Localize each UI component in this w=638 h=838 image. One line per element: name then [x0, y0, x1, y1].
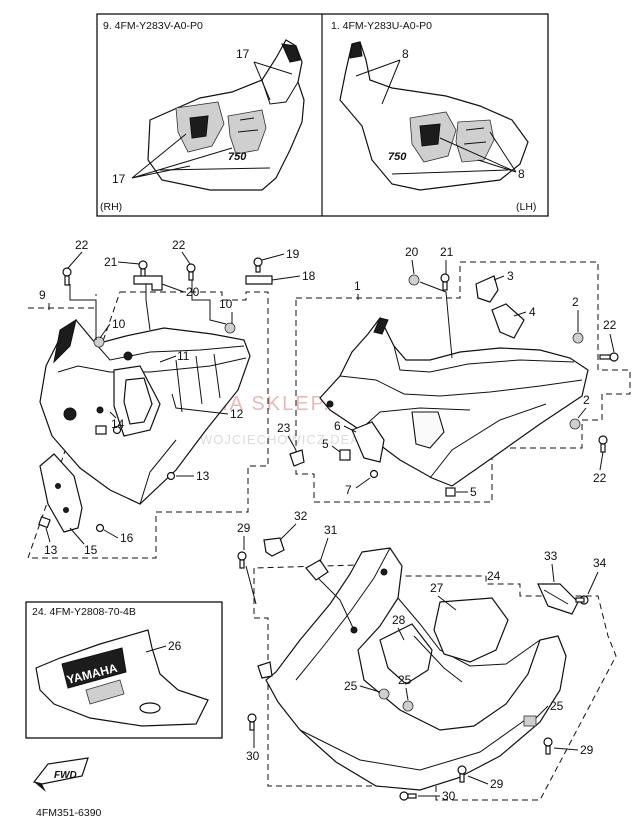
callout-2-top: 2	[572, 295, 579, 309]
callout-17-bottom: 17	[112, 172, 126, 186]
right-parts-3-4	[475, 275, 525, 339]
inset-rh-header: 9. 4FM-Y283V-A0-P0	[103, 20, 203, 32]
callout-27: 27	[430, 581, 444, 595]
callout-33: 33	[544, 549, 558, 563]
lower-group: 24	[237, 509, 617, 803]
left-hardware	[62, 257, 273, 533]
callout-32: 32	[294, 509, 308, 523]
callout-10-right: 10	[219, 297, 233, 311]
lower-hardware	[237, 537, 589, 801]
lower-bracket-33	[537, 583, 579, 615]
rh-fairing-drawing: 750	[147, 39, 305, 191]
callout-11: 11	[177, 349, 190, 363]
callout-30-left: 30	[246, 749, 260, 763]
rh-decal-750: 750	[228, 151, 247, 163]
callout-19: 19	[286, 247, 300, 261]
callout-17-top: 17	[236, 47, 250, 61]
callout-13-left: 13	[44, 543, 58, 557]
inset-lh-side: (LH)	[516, 201, 536, 213]
callout-10-left: 10	[112, 317, 126, 331]
lh-decal-750: 750	[388, 151, 407, 163]
right-group: 1	[277, 245, 631, 503]
inset-rh-panel: 9. 4FM-Y283V-A0-P0 (RH) 750 17 17	[100, 20, 305, 213]
callout-29-right: 29	[580, 743, 594, 757]
fwd-arrow-icon: FWD	[32, 757, 89, 792]
callout-22a: 22	[75, 238, 89, 252]
callout-16: 16	[120, 531, 134, 545]
right-cowling-drawing	[319, 316, 589, 487]
right-hardware	[289, 273, 619, 497]
lh-fairing-drawing: 750	[339, 41, 529, 191]
callout-25-right: 25	[550, 699, 564, 713]
lower-cowling-drawing	[265, 547, 567, 791]
callout-22b: 22	[172, 238, 186, 252]
callout-20-right: 20	[405, 245, 419, 259]
left-group: 9	[27, 238, 316, 559]
right-bracket-6	[339, 421, 385, 463]
right-group-no: 1	[354, 279, 361, 293]
callout-28: 28	[392, 613, 406, 627]
callout-15: 15	[84, 543, 98, 557]
callout-8-top: 8	[402, 47, 409, 61]
callout-26: 26	[168, 639, 182, 653]
callout-7: 7	[345, 483, 352, 497]
left-group-no: 9	[39, 288, 46, 302]
callout-6: 6	[334, 419, 341, 433]
left-bracket-15-drawing	[38, 453, 83, 533]
lower-group-no: 24	[487, 569, 501, 583]
callout-25-mid: 25	[398, 673, 412, 687]
callout-20-left: 20	[186, 285, 200, 299]
callout-14: 14	[111, 417, 125, 431]
callout-34: 34	[593, 556, 607, 570]
inset-24: 24. 4FM-Y2808-70-4B YAMAHA 26	[25, 601, 223, 739]
left-cowling-drawing	[39, 318, 251, 505]
callout-29-bottom: 29	[490, 777, 504, 791]
callout-5-left: 5	[322, 437, 329, 451]
callout-5-bottom: 5	[470, 485, 477, 499]
callout-29-top: 29	[237, 521, 251, 535]
callout-3: 3	[507, 269, 514, 283]
callout-8-bottom: 8	[518, 167, 525, 181]
callout-12: 12	[230, 407, 244, 421]
callout-25-left: 25	[344, 679, 358, 693]
inset-top-frame	[96, 13, 549, 217]
callout-22-bottom: 22	[593, 471, 607, 485]
figure-code: 4FM351-6390	[36, 807, 102, 819]
callout-22-top: 22	[603, 318, 617, 332]
callout-31: 31	[324, 523, 338, 537]
callout-13-right: 13	[196, 469, 210, 483]
callout-30-bottom: 30	[442, 789, 456, 803]
inset-24-panel-drawing: YAMAHA	[35, 629, 209, 727]
inset-rh-side: (RH)	[100, 201, 122, 213]
fwd-label: FWD	[54, 770, 77, 781]
callout-21-left: 21	[104, 255, 118, 269]
inset-lh-panel: 1. 4FM-Y283U-A0-P0 (LH) 750 8 8	[331, 20, 536, 213]
inset-24-header: 24. 4FM-Y2808-70-4B	[32, 606, 136, 618]
callout-2-bottom: 2	[583, 393, 590, 407]
inset-lh-header: 1. 4FM-Y283U-A0-P0	[331, 20, 432, 32]
callout-23: 23	[277, 421, 291, 435]
callout-4: 4	[529, 305, 536, 319]
callout-18: 18	[302, 269, 316, 283]
callout-21-right: 21	[440, 245, 454, 259]
